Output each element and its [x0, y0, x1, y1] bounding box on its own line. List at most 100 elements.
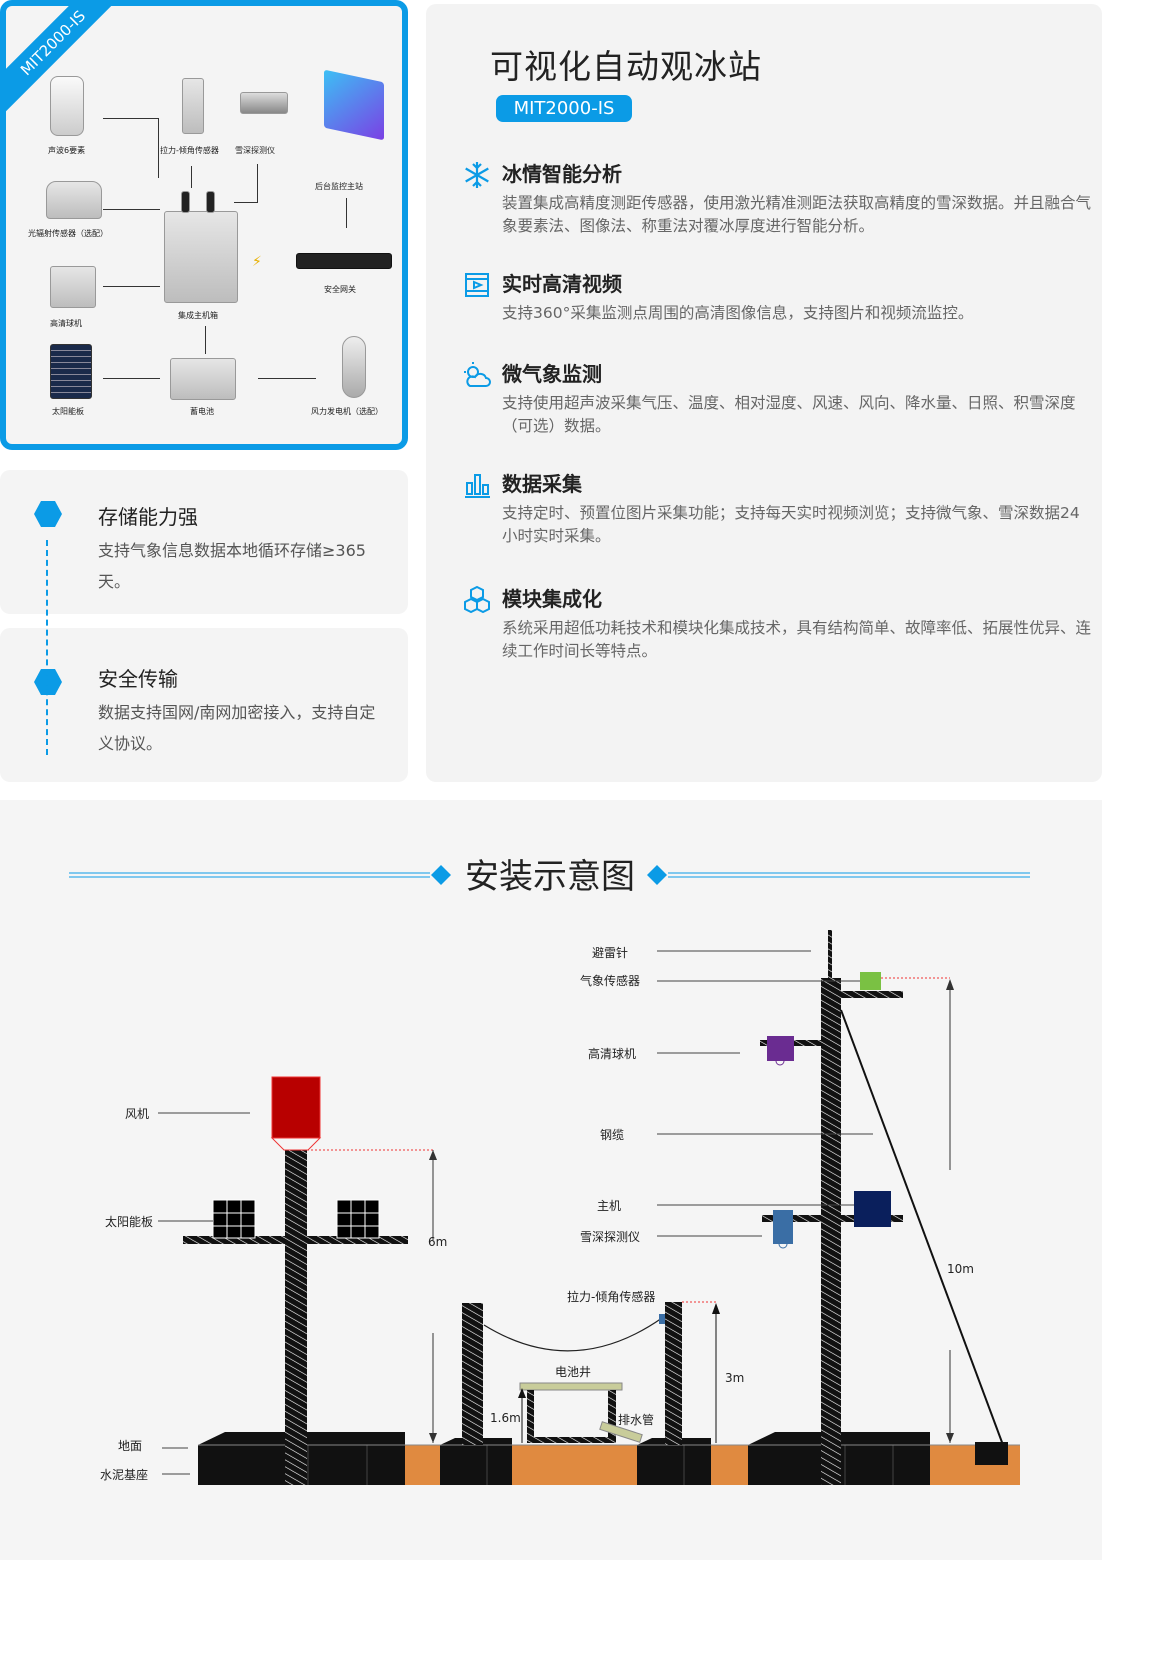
weather-icon: [464, 362, 491, 387]
solar-panel: [336, 1199, 380, 1239]
connector-line: [158, 118, 159, 178]
host-unit: [854, 1191, 891, 1227]
feature-title: 微气象监测: [502, 362, 602, 386]
ultrasonic-sensor-image: [50, 76, 84, 136]
bar-chart-icon: [465, 474, 490, 498]
label-fan: 风机: [125, 1107, 149, 1121]
feature-title: 存储能力强: [98, 505, 198, 529]
label-ultrasonic: 声波6要素: [48, 146, 86, 155]
tension-sensor: [659, 1314, 665, 1324]
installation-diagram: 安装示意图: [69, 857, 1030, 1485]
feature-desc: 数据支持国网/南网加密接入，支持自定义协议。: [98, 703, 376, 753]
feature-desc: 支持定时、预置位图片采集功能；支持每天实时视频浏览；支持微气象、雪深数据24小时…: [502, 504, 1080, 545]
label-height-1-6m: 1.6m: [490, 1411, 521, 1425]
connector-line: [234, 202, 258, 203]
weather-sensor: [860, 972, 881, 990]
monitor-station-image: [324, 69, 384, 141]
wind-turbine-image: [342, 336, 366, 398]
label-wind: 风力发电机（选配）: [311, 407, 383, 416]
feature-card-security: 安全传输 数据支持国网/南网加密接入，支持自定义协议。: [0, 628, 408, 782]
timeline-line: [46, 540, 48, 755]
main-tower: [760, 930, 1008, 1485]
label-solar: 太阳能板: [105, 1214, 153, 1229]
label-snow-depth: 雪深探测仪: [580, 1230, 640, 1244]
cable-sag: [483, 1317, 663, 1352]
fan-unit: [271, 1076, 321, 1139]
hexagon-icon: [34, 501, 62, 527]
solar-panel: [212, 1199, 256, 1239]
label-height-10m: 10m: [947, 1262, 974, 1276]
system-diagram: MIT2000-IS 声波6要素 拉力-倾角传感器 雪深探测仪 后台监控主站 光…: [0, 0, 408, 450]
label-ground: 地面: [118, 1439, 142, 1453]
antenna-icon: [206, 191, 215, 213]
snowflake-icon: [465, 162, 489, 188]
label-tension: 拉力-倾角传感器: [160, 146, 219, 155]
label-radiation: 光辐射传感器（选配）: [28, 229, 108, 238]
model-badge: MIT2000-IS: [496, 95, 632, 122]
connector-line: [103, 209, 160, 210]
drain-pipe: [599, 1421, 643, 1443]
feature-title: 模块集成化: [502, 587, 602, 611]
label-height-6m: 6m: [428, 1235, 447, 1249]
battery-image: [170, 358, 236, 400]
lightning-rod: [828, 930, 832, 978]
ground: [198, 1432, 1020, 1485]
label-base: 水泥基座: [100, 1467, 148, 1482]
diamond-icon: [647, 865, 667, 885]
label-tension-sensor: 拉力-倾角传感器: [567, 1289, 655, 1304]
host-box-image: [164, 211, 238, 303]
connector-line: [258, 378, 316, 379]
label-drain: 排水管: [618, 1412, 654, 1427]
leader-lines: [158, 950, 873, 1475]
connector-line: [346, 198, 347, 228]
feature-desc: 支持使用超声波采集气压、温度、相对湿度、风速、风向、降水量、日照、积雪深度（可选…: [502, 394, 1076, 435]
connector-line: [103, 378, 160, 379]
radiation-sensor-image: [46, 181, 102, 219]
snow-depth-image: [240, 92, 288, 114]
lightning-icon: ⚡: [252, 254, 262, 270]
connector-line: [103, 286, 160, 287]
video-icon: [465, 273, 489, 297]
label-snow-depth: 雪深探测仪: [235, 146, 275, 155]
feature-desc: 系统采用超低功耗技术和模块化集成技术，具有结构简单、故障率低、拓展性优异、连续工…: [502, 619, 1092, 660]
product-title: 可视化自动观冰站: [490, 47, 762, 86]
label-height-3m: 3m: [725, 1371, 744, 1385]
label-host: 主机: [597, 1199, 621, 1213]
connector-line: [103, 118, 158, 119]
tension-section: [462, 1301, 720, 1445]
product-panel: 可视化自动观冰站 MIT2000-IS 冰情智能分析 装置集成高精度测距传感器，…: [426, 4, 1102, 782]
section-header: 安装示意图: [69, 857, 1030, 897]
fan-mount: [270, 1137, 322, 1151]
solar-panel-image: [50, 344, 92, 399]
battery-well-cover: [519, 1382, 623, 1391]
feature-title: 实时高清视频: [502, 272, 622, 296]
feature-desc: 支持360°采集监测点周围的高清图像信息，支持图片和视频流监控。: [502, 304, 974, 322]
fan-pole: [183, 1076, 437, 1485]
antenna-icon: [181, 191, 190, 213]
dome-camera: [767, 1036, 794, 1061]
label-gateway: 安全网关: [324, 285, 356, 294]
label-camera: 高清球机: [588, 1046, 636, 1061]
feature-title: 冰情智能分析: [502, 162, 622, 186]
camera-image: [50, 266, 96, 308]
gateway-image: [296, 253, 392, 269]
connector-line: [205, 326, 206, 354]
label-weather-sensor: 气象传感器: [580, 973, 640, 988]
tension-sensor-image: [182, 78, 204, 134]
hexagon-icon: [34, 669, 62, 695]
connector-line: [257, 164, 258, 202]
feature-title: 安全传输: [98, 667, 178, 691]
diamond-icon: [431, 865, 451, 885]
feature-card-storage: 存储能力强 支持气象信息数据本地循环存储≥365天。: [0, 470, 408, 614]
label-cable: 钢缆: [600, 1128, 624, 1142]
label-host-box: 集成主机箱: [178, 311, 218, 320]
label-monitor: 后台监控主站: [315, 182, 363, 191]
feature-title: 数据采集: [502, 472, 582, 496]
cubes-icon: [464, 585, 490, 614]
feature-desc: 装置集成高精度测距传感器，使用激光精准测距法获取高精度的雪深数据。并且融合气象要…: [502, 194, 1092, 235]
label-lightning-rod: 避雷针: [592, 945, 628, 960]
anchor: [975, 1442, 1008, 1465]
connector-line: [191, 166, 192, 188]
label-solar: 太阳能板: [52, 407, 84, 416]
feature-desc: 支持气象信息数据本地循环存储≥365天。: [98, 541, 366, 591]
